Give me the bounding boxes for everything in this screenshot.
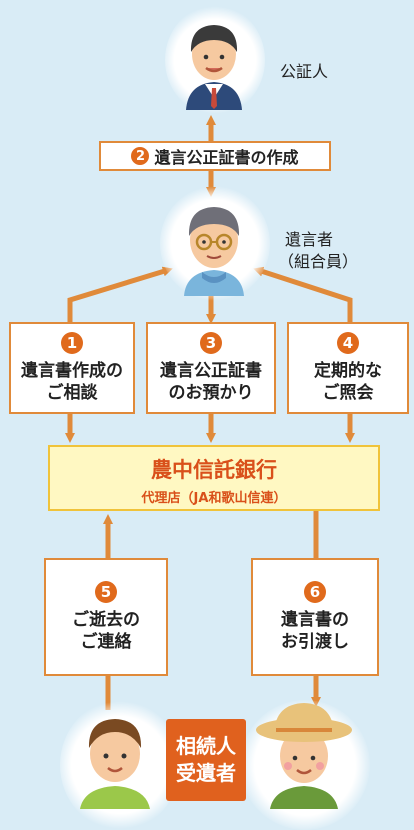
step-2-number: 2 <box>131 147 150 165</box>
step-5-text: ご逝去の ご連絡 <box>72 609 140 652</box>
step-4-text: 定期的な ご照会 <box>314 360 382 403</box>
heirs-box: 相続人 受遺者 <box>166 719 246 801</box>
step-5-box: 5 ご逝去の ご連絡 <box>44 558 168 676</box>
step-2-box: 2 遺言公正証書の作成 <box>99 141 331 171</box>
step-6-box: 6 遺言書の お引渡し <box>251 558 379 676</box>
arrow-box4-to-testator <box>253 266 353 322</box>
step-5-number: 5 <box>95 580 117 603</box>
step-4-number: 4 <box>337 331 359 354</box>
bank-sub: 代理店（JA和歌山信連） <box>141 491 287 506</box>
testator-person-icon <box>184 207 244 296</box>
step-1-text: 遺言書作成の ご相談 <box>21 360 123 403</box>
step-2-text: 遺言公正証書の作成 <box>154 148 299 167</box>
notary-person-icon <box>186 25 242 110</box>
step-1-box: 1 遺言書作成の ご相談 <box>9 322 135 414</box>
step-4-box: 4 定期的な ご照会 <box>287 322 409 414</box>
heir-boy-icon <box>80 719 150 809</box>
bank-box: 農中信託銀行 代理店（JA和歌山信連） <box>48 445 380 511</box>
step-6-text: 遺言書の お引渡し <box>281 609 349 652</box>
bank-name: 農中信託銀行 <box>151 458 277 482</box>
step-1-number: 1 <box>61 331 83 354</box>
notary-label: 公証人 <box>280 62 329 81</box>
heir-woman-icon <box>256 703 352 809</box>
testator-sublabel: （組合員） <box>278 252 359 271</box>
step-3-number: 3 <box>200 331 222 354</box>
step-3-box: 3 遺言公正証書 のお預かり <box>146 322 276 414</box>
testator-label: 遺言者 <box>285 230 334 249</box>
step-6-number: 6 <box>304 580 326 603</box>
heirs-line1: 相続人 <box>176 734 236 758</box>
step-3-text: 遺言公正証書 のお預かり <box>160 360 262 403</box>
heirs-line2: 受遺者 <box>176 761 236 785</box>
arrow-box1-to-testator <box>67 266 173 322</box>
